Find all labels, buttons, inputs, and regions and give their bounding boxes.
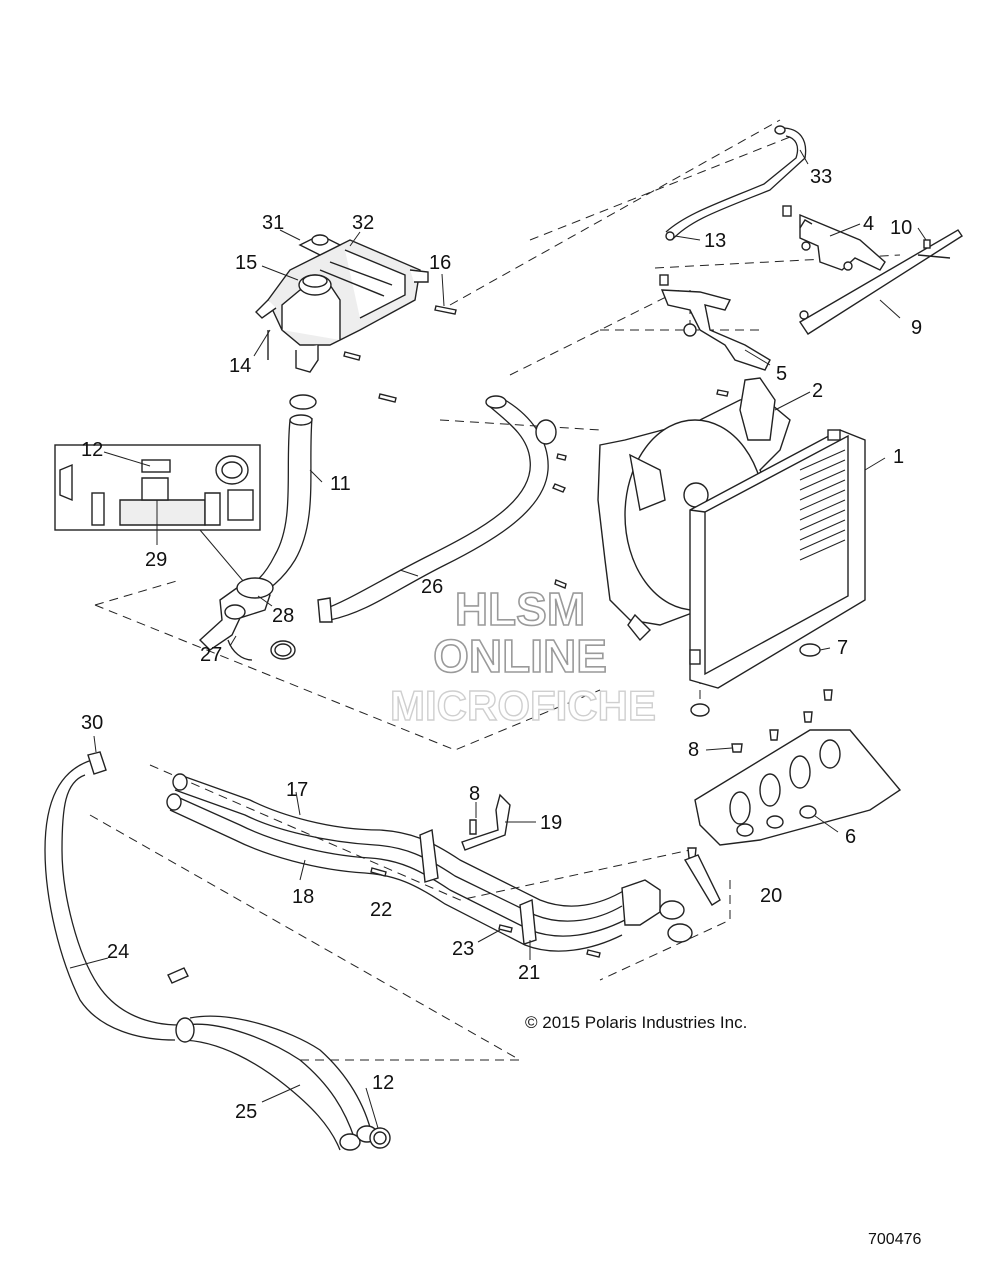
clamp-27 (270, 640, 296, 660)
callout-6: 6 (845, 826, 856, 848)
callout-9: 9 (911, 317, 922, 339)
radiator-upper-hose (317, 395, 557, 623)
grommet-7 (799, 643, 821, 657)
fan-mount-bracket (659, 274, 771, 371)
watermark-line-1: HLSM (455, 583, 585, 635)
copyright-notice: © 2015 Polaris Industries Inc. (525, 1013, 747, 1032)
diagram-number: 700476 (868, 1231, 921, 1248)
callout-25: 25 (235, 1101, 257, 1123)
watermark: HLSM ONLINE MICROFICHE (389, 582, 656, 730)
callout-12a: 12 (81, 439, 103, 461)
callout-4: 4 (863, 213, 874, 235)
callout-13: 13 (704, 230, 726, 252)
callout-28: 28 (272, 605, 294, 627)
callout-26: 26 (421, 576, 443, 598)
leader-lines (69, 149, 927, 1129)
callout-21: 21 (518, 962, 540, 984)
callout-8b: 8 (469, 783, 480, 805)
radiator-core-fins (799, 449, 846, 561)
radiator (689, 429, 866, 689)
grommet-lower (690, 703, 710, 717)
watermark-line-3: MICROFICHE (390, 682, 656, 729)
callout-31: 31 (262, 212, 284, 234)
callout-7: 7 (837, 637, 848, 659)
overflow-tube (665, 125, 807, 241)
pipe-bracket-19 (461, 793, 511, 851)
callout-2: 2 (812, 380, 823, 402)
callout-30: 30 (81, 712, 103, 734)
lower-mount-plate (694, 729, 902, 846)
callout-8a: 8 (688, 739, 699, 761)
callout-17: 17 (286, 779, 308, 801)
callout-19: 19 (540, 812, 562, 834)
tee-fitting (198, 577, 274, 661)
callout-1: 1 (893, 446, 904, 468)
lower-bracket-bar (799, 229, 963, 335)
callout-15: 15 (235, 252, 257, 274)
callout-24: 24 (107, 941, 129, 963)
callout-16: 16 (429, 252, 451, 274)
callout-5: 5 (776, 363, 787, 385)
y-hose-25 (167, 967, 391, 1151)
callout-14: 14 (229, 355, 251, 377)
reservoir-cap-31 (298, 234, 342, 256)
callout-22: 22 (370, 899, 392, 921)
callout-29: 29 (145, 549, 167, 571)
callout-32: 32 (352, 212, 374, 234)
upper-bracket (782, 205, 886, 271)
callout-12b: 12 (372, 1072, 394, 1094)
coolant-reservoir (255, 239, 429, 373)
callout-23: 23 (452, 938, 474, 960)
mount-bolts-8 (687, 689, 833, 859)
pipe-fasteners (370, 867, 601, 958)
bracket-20 (683, 854, 721, 906)
small-fasteners (343, 351, 729, 589)
assembly-guide-lines (89, 119, 901, 1061)
callout-27: 27 (200, 644, 222, 666)
lower-heater-hose (44, 751, 181, 1041)
callout-33: 33 (810, 166, 832, 188)
bolt-10 (923, 239, 931, 249)
callout-labels: 1 2 4 5 6 7 8 8 9 10 11 12 12 13 14 15 1… (81, 166, 922, 1123)
coolant-pipes (166, 773, 693, 952)
callout-11: 11 (330, 473, 351, 495)
watermark-line-2: ONLINE (433, 630, 607, 682)
callout-18: 18 (292, 886, 314, 908)
callout-20: 20 (760, 885, 782, 907)
callout-10: 10 (890, 217, 912, 239)
screw-16 (434, 305, 457, 315)
